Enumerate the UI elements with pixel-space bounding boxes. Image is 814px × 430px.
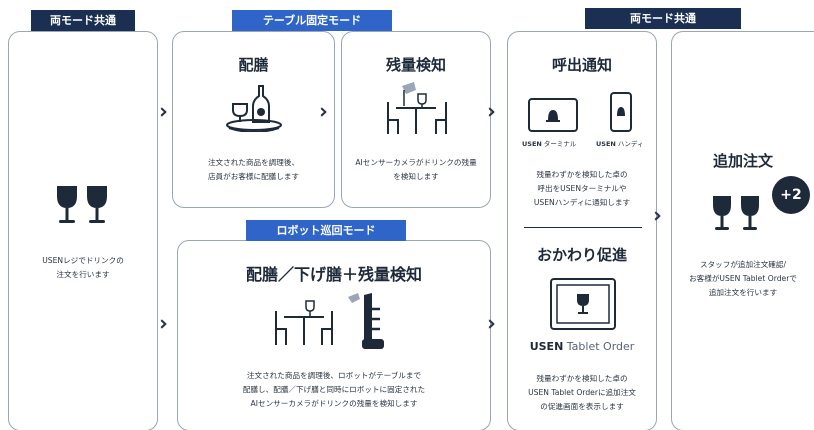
robot-card: 配膳／下げ膳＋残量検知 注文された商品を調理後、ロボットがテーブルまで 配膳し、… — [177, 240, 491, 430]
notify-promote-card: 呼出通知 USEN ターミナル USEN ハンディ 残量わずかを検知した卓の 呼… — [507, 31, 657, 430]
promote-description: 残量わずかを検知した卓の USEN Tablet Orderに追加注文 の促進画… — [528, 374, 636, 411]
tablet-order-product: Tablet Order — [566, 340, 635, 353]
detection-description: AIセンサーカメラがドリンクの残量 を検知します — [355, 158, 477, 181]
order-description: USENレジでドリンクの 注文を行います — [42, 256, 124, 279]
handy-brand: USEN — [596, 140, 616, 148]
mode-label-both-right: 両モード共通 — [585, 8, 741, 29]
mode-label-robot: ロボット巡回モード — [246, 220, 406, 241]
table-camera-icon — [387, 82, 447, 134]
detection-card: 残量検知 AIセンサーカメラがドリンクの残量 を検知します — [341, 31, 491, 208]
additional-card: 追加注文 +2 スタッフが追加注文確認/ お客様がUSEN Tablet Ord… — [671, 31, 814, 430]
handy-name: ハンディ — [617, 140, 644, 148]
tablet-wine-icon — [550, 278, 616, 330]
handy-label: USEN ハンディ — [596, 138, 643, 148]
terminal-bell-icon — [528, 98, 578, 132]
wine-glasses-icon — [57, 186, 107, 223]
additional-count-badge: +2 — [772, 176, 810, 214]
tablet-order-brand: USEN — [529, 340, 564, 353]
robot-camera-icon — [275, 293, 384, 349]
terminal-brand: USEN — [522, 140, 542, 148]
detection-title: 残量検知 — [385, 56, 446, 74]
serving-tray-icon — [226, 85, 282, 132]
mode-label-both-left: 両モード共通 — [31, 10, 135, 31]
mode-label-table-fixed: テーブル固定モード — [232, 10, 392, 31]
additional-title: 追加注文 — [712, 152, 773, 170]
additional-description: スタッフが追加注文確認/ お客様がUSEN Tablet Orderで 追加注文… — [689, 260, 797, 297]
serving-description: 注文された商品を調理後、 店員がお客様に配膳します — [207, 158, 300, 181]
terminal-name: ターミナル — [543, 140, 577, 148]
serving-card: 配膳 注文された商品を調理後、 店員がお客様に配膳します — [172, 31, 335, 208]
wine-glasses-icon — [713, 196, 759, 230]
notify-title: 呼出通知 — [551, 56, 612, 74]
tablet-order-logo: USEN Tablet Order — [508, 340, 656, 353]
order-card: USENレジでドリンクの 注文を行います — [8, 31, 158, 430]
robot-description: 注文された商品を調理後、ロボットがテーブルまで 配膳し、配膳／下げ膳と同時にロボ… — [242, 371, 426, 408]
section-divider — [524, 227, 642, 229]
notify-description: 残量わずかを検知した卓の 呼出をUSENターミナルや USENハンディに通知しま… — [533, 170, 631, 207]
serving-title: 配膳 — [238, 56, 269, 74]
terminal-label: USEN ターミナル — [522, 138, 576, 148]
robot-title: 配膳／下げ膳＋残量検知 — [245, 265, 422, 284]
promote-title: おかわり促進 — [536, 246, 627, 264]
handy-bell-icon — [610, 92, 632, 132]
